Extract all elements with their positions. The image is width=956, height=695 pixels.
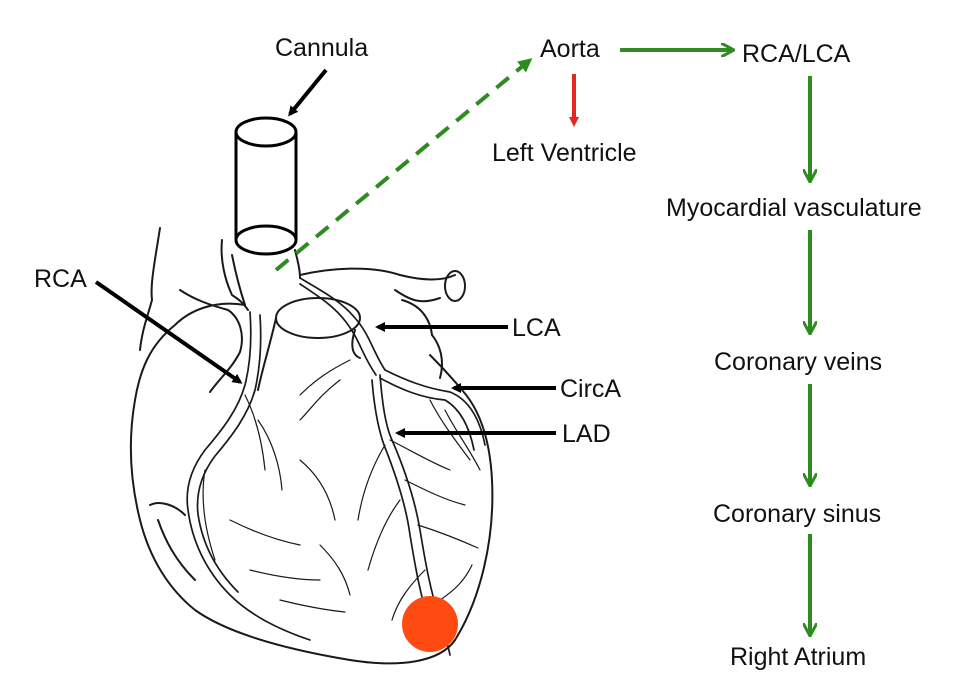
lad-label: LAD — [562, 420, 611, 448]
cannula-illustration — [236, 118, 296, 254]
rca-vessel — [187, 312, 310, 640]
cannula-pointer-arrow — [290, 70, 326, 114]
rca-lca-label: RCA/LCA — [742, 40, 851, 68]
lesion-marker-dot — [402, 596, 458, 652]
rca-pointer-arrow — [96, 282, 240, 382]
circa-label: CircA — [560, 375, 621, 403]
lca-label: LCA — [512, 314, 561, 342]
svc-outline — [140, 228, 160, 350]
rca-label: RCA — [34, 265, 87, 293]
myocardial-vasculature-label: Myocardial vasculature — [666, 194, 922, 222]
aorta-outline — [232, 255, 245, 305]
aorta-label: Aorta — [540, 35, 600, 63]
pulmonary-trunk-opening — [276, 298, 360, 338]
cannula-label: Cannula — [275, 34, 368, 62]
coronary-sinus-label: Coronary sinus — [713, 500, 881, 528]
right-atrium-label: Right Atrium — [730, 643, 866, 671]
left-ventricle-label: Left Ventricle — [492, 139, 637, 167]
coronary-veins-label: Coronary veins — [714, 348, 882, 376]
